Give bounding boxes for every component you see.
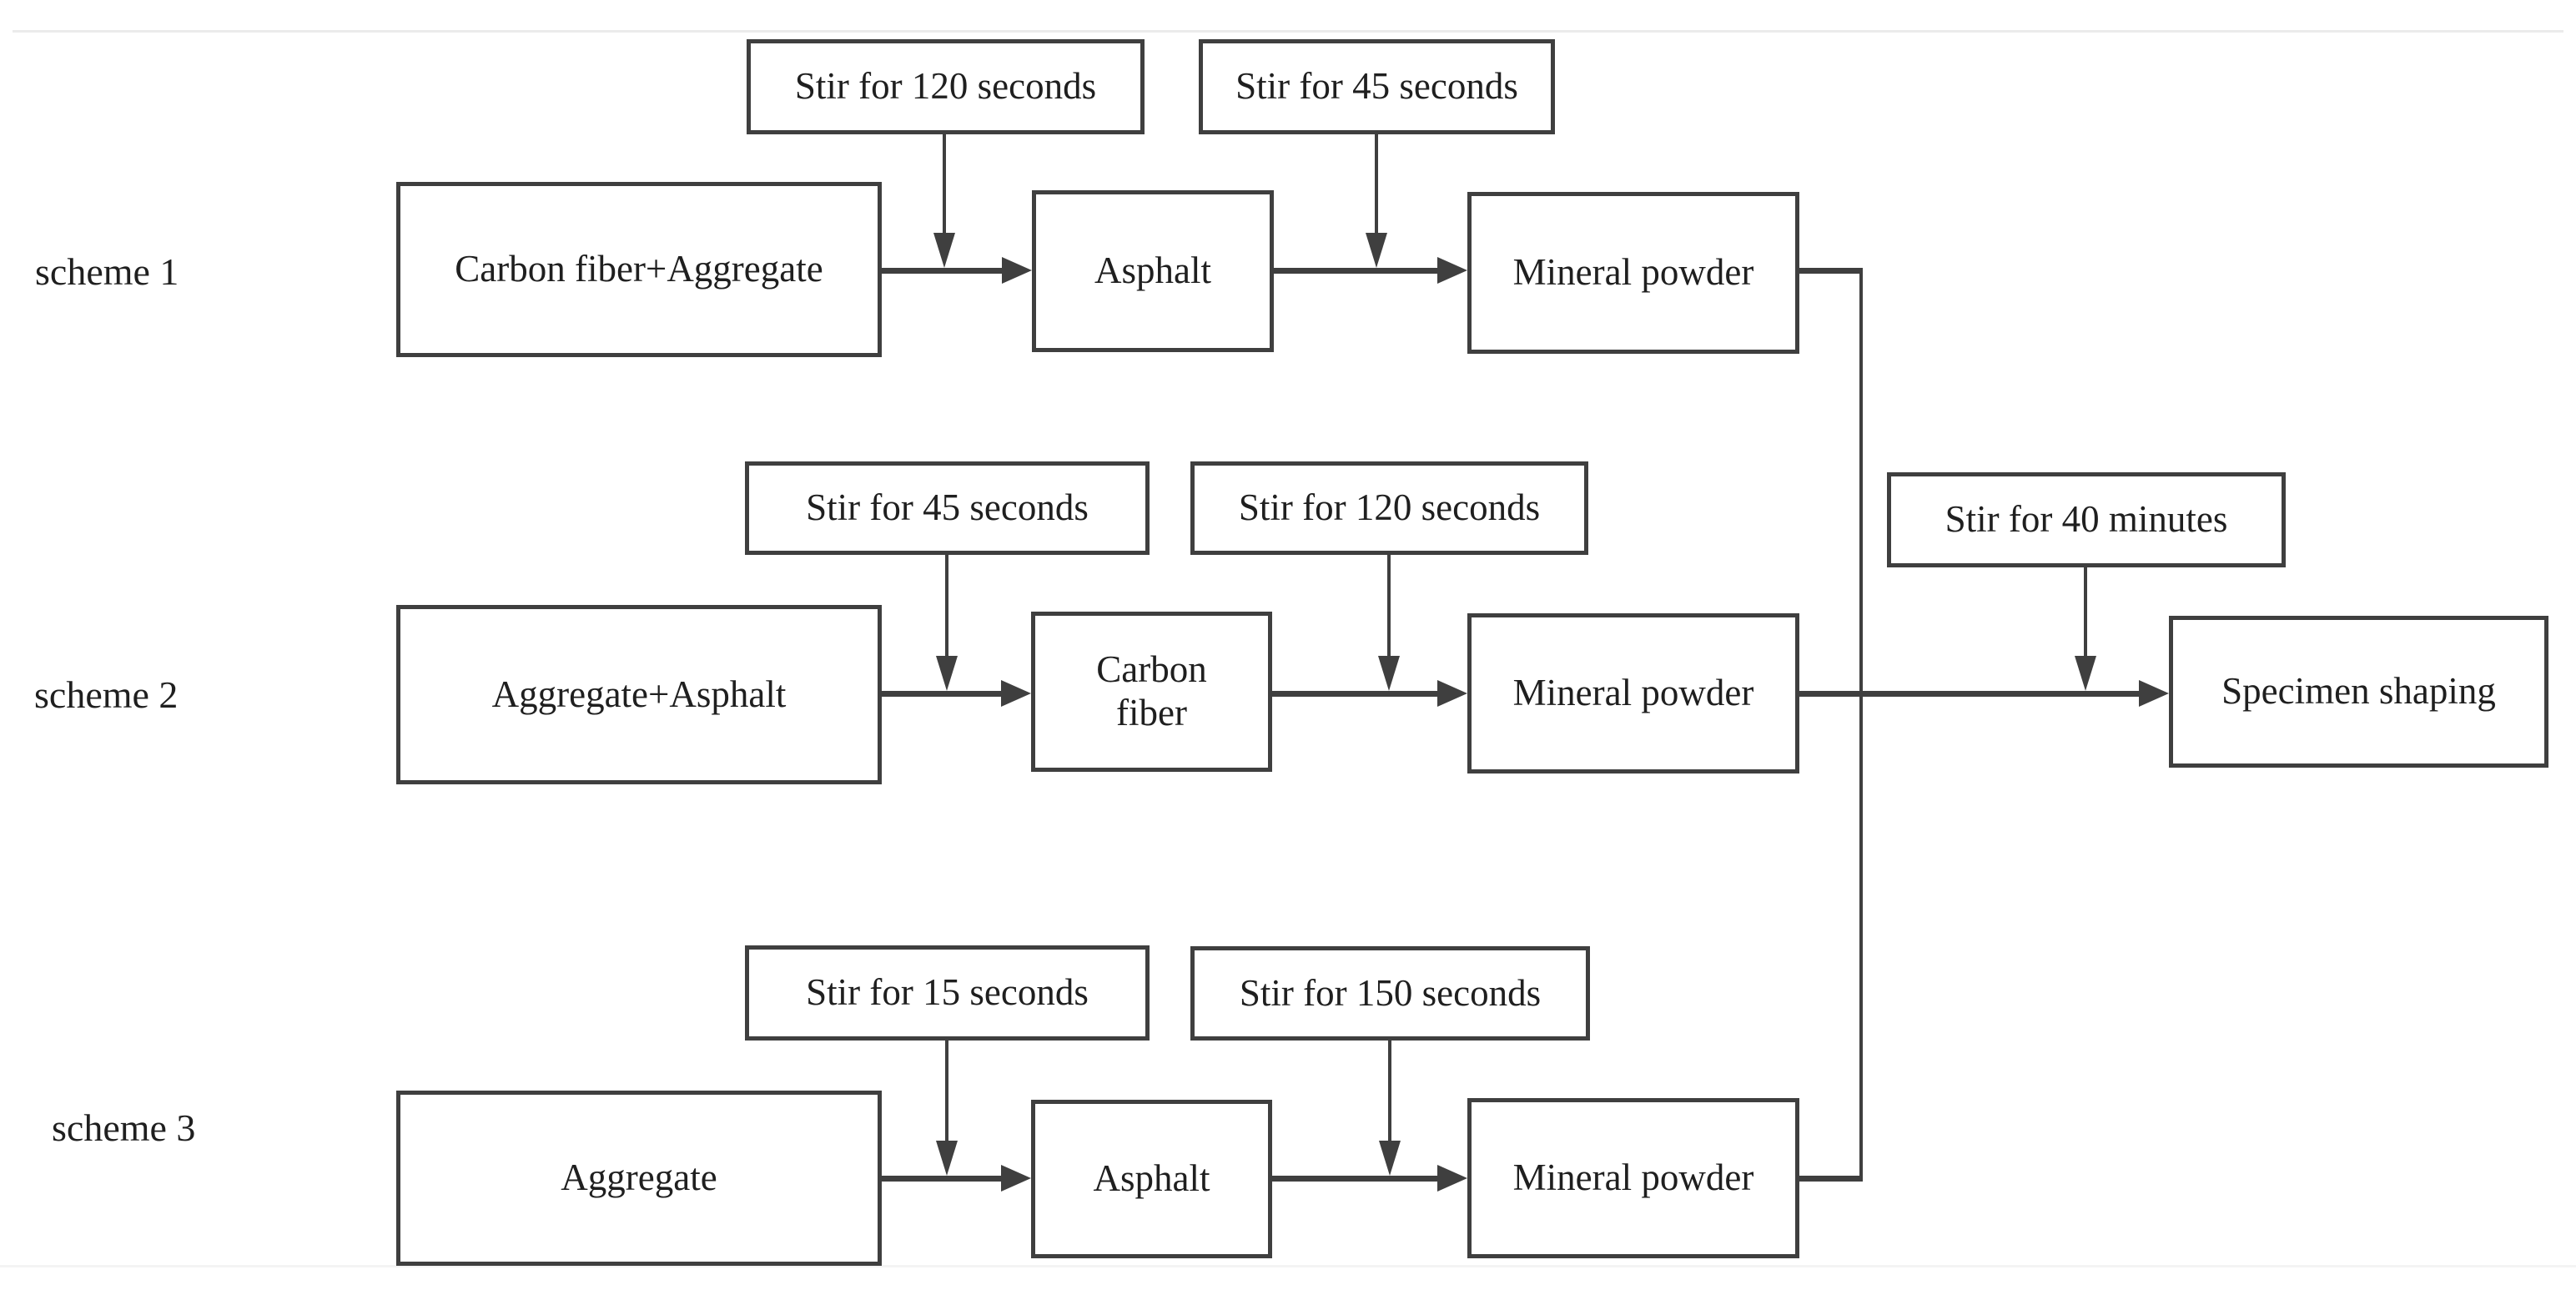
node-label: Carbon fiber (1096, 648, 1207, 733)
node-specimen-shaping: Specimen shaping (2169, 616, 2548, 768)
drop-arrow-s2-stir2 (1387, 555, 1391, 656)
arrowhead-right-icon (1437, 680, 1467, 707)
arrowhead-down-icon (936, 656, 958, 691)
drop-arrow-merge-stir (2084, 567, 2087, 656)
stir-label: Stir for 120 seconds (1238, 486, 1541, 529)
arrowhead-right-icon (1437, 1165, 1467, 1192)
drop-arrow-s3-stir2 (1388, 1041, 1391, 1141)
drop-arrow-s3-stir1 (945, 1041, 948, 1141)
stir-label: Stir for 40 minutes (1945, 498, 2228, 541)
stir-label: Stir for 45 seconds (1235, 65, 1518, 108)
bottom-rule-divider (0, 1265, 2576, 1267)
stir-label: Stir for 150 seconds (1239, 971, 1542, 1014)
connector-s3-mineral-to-merge-stub (1799, 1176, 1863, 1182)
scheme-3-label: scheme 3 (52, 1106, 196, 1149)
node-scheme3-asphalt: Asphalt (1031, 1100, 1272, 1258)
connector-s3-asphalt-to-mineral (1272, 1176, 1437, 1182)
top-rule-divider (13, 30, 2563, 33)
arrowhead-right-icon (1002, 257, 1032, 284)
node-scheme1-mineral-powder: Mineral powder (1467, 192, 1799, 354)
stir-label: Stir for 45 seconds (806, 486, 1089, 529)
stir-box-scheme2-first: Stir for 45 seconds (745, 461, 1150, 555)
node-scheme1-asphalt: Asphalt (1032, 190, 1274, 352)
stir-box-scheme2-second: Stir for 120 seconds (1190, 461, 1588, 555)
connector-merge-vertical (1859, 268, 1863, 1182)
arrowhead-right-icon (1437, 257, 1467, 284)
arrowhead-down-icon (2075, 656, 2096, 691)
connector-s2-source-to-carbon (882, 691, 1001, 697)
drop-arrow-s1-stir1 (943, 134, 946, 233)
arrowhead-down-icon (1379, 1141, 1401, 1176)
stir-box-scheme1-first: Stir for 120 seconds (747, 39, 1145, 134)
arrowhead-down-icon (1366, 233, 1387, 268)
connector-s1-mineral-to-merge-stub (1799, 268, 1863, 274)
node-label: Specimen shaping (2221, 670, 2496, 713)
node-label: Mineral powder (1512, 672, 1754, 714)
node-label: Aggregate (561, 1156, 717, 1199)
arrowhead-right-icon (2139, 680, 2169, 707)
arrowhead-right-icon (1001, 680, 1031, 707)
node-label: Mineral powder (1512, 251, 1754, 294)
node-label: Asphalt (1093, 1157, 1210, 1200)
node-scheme2-aggregate-asphalt: Aggregate+Asphalt (396, 605, 882, 784)
node-label: Carbon fiber+Aggregate (455, 248, 823, 290)
connector-s2-carbon-to-mineral (1272, 691, 1437, 697)
stir-box-scheme3-second: Stir for 150 seconds (1190, 946, 1590, 1041)
node-scheme2-mineral-powder: Mineral powder (1467, 613, 1799, 773)
connector-s2-mineral-to-specimen (1799, 691, 2139, 697)
node-scheme3-mineral-powder: Mineral powder (1467, 1098, 1799, 1258)
node-label: Aggregate+Asphalt (491, 673, 787, 715)
drop-arrow-s1-stir2 (1375, 134, 1378, 233)
stir-label: Stir for 15 seconds (806, 971, 1089, 1014)
arrowhead-down-icon (933, 233, 955, 268)
connector-s1-asphalt-to-mineral (1274, 268, 1437, 274)
arrowhead-down-icon (936, 1141, 958, 1176)
scheme-2-label: scheme 2 (34, 673, 179, 716)
scheme-1-label: scheme 1 (35, 250, 179, 293)
connector-s3-source-to-asphalt (882, 1176, 1001, 1182)
stir-box-scheme3-first: Stir for 15 seconds (745, 945, 1150, 1041)
drop-arrow-s2-stir1 (945, 555, 948, 656)
stir-box-merge-40-minutes: Stir for 40 minutes (1887, 472, 2286, 567)
arrowhead-right-icon (1001, 1165, 1031, 1192)
node-scheme3-aggregate: Aggregate (396, 1091, 882, 1266)
stir-box-scheme1-second: Stir for 45 seconds (1199, 39, 1555, 134)
node-scheme1-carbon-fiber-aggregate: Carbon fiber+Aggregate (396, 182, 882, 357)
node-label: Mineral powder (1512, 1156, 1754, 1199)
node-label: Asphalt (1094, 249, 1211, 292)
connector-s1-source-to-asphalt (882, 268, 1004, 274)
node-scheme2-carbon-fiber: Carbon fiber (1031, 612, 1272, 772)
stir-label: Stir for 120 seconds (794, 65, 1097, 108)
arrowhead-down-icon (1378, 656, 1400, 691)
